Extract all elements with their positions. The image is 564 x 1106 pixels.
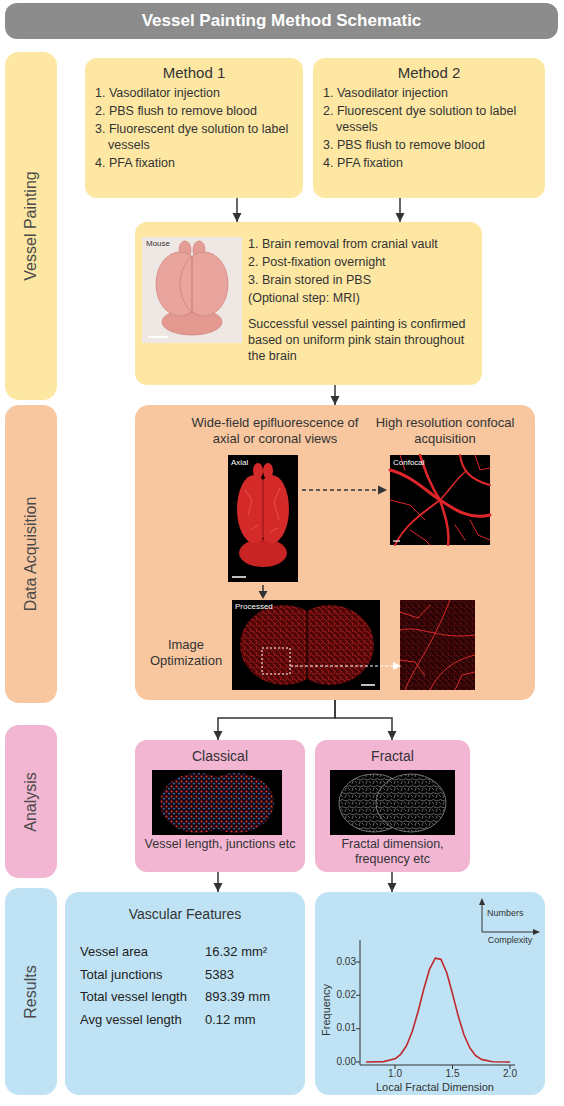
chart-box: FrequencyLocal Fractal Dimension [315,892,545,1095]
list-item: 1. Vasodilator injection [323,85,537,101]
list-item: 4. PFA fixation [323,155,537,171]
arrow-head [331,396,340,405]
process-box: Wide-field epifluorescence of axial or c… [135,405,535,700]
text-list: 1. Vasodilator injection 2. Fluorescent d… [323,85,537,173]
analysis-box: FractalFractal dimension, frequency etc [315,740,470,872]
axis-title: Local Fractal Dimension [345,1081,525,1093]
list-item: 2. Fluorescent dye solution to label ves… [323,103,537,135]
section-band: Vessel Painting [5,52,57,400]
connector [233,198,242,222]
arrow-head [214,731,223,740]
process-box: 1. Brain removal from cranial vault 2. Po… [135,222,482,385]
step-text: High resolution confocal acquisition [370,415,520,447]
section-band: Results [5,888,57,1095]
list-item: 2. Post-fixation overnight [248,254,473,270]
analysis-box: ClassicalVessel length, junctions etc [135,740,305,872]
section-band: Analysis [5,725,57,878]
method-box: Method 1 1. Vasodilator injection 2. PBS f… [85,58,303,198]
arrow-head [233,213,242,222]
connector-line [236,198,238,222]
arrow-head [214,883,223,892]
arrow-head [388,731,397,740]
connector [335,700,397,740]
box-heading: Fractal [315,748,470,764]
list-item: 1. Vasodilator injection [95,85,295,101]
connector-line [335,700,392,740]
list-item: 3. Fluorescent dye solution to label ves… [95,121,295,153]
band-label: Results [22,965,40,1018]
connector [214,872,223,892]
title-text: Vessel Painting Method Schematic [142,11,422,31]
box-heading: Method 2 [313,64,545,81]
box-heading: Classical [135,748,305,764]
band-label: Vessel Painting [22,171,40,280]
connector-line [399,198,401,222]
box-text: Vessel length, junctions etc [143,837,297,852]
list-item: 2. PBS flush to remove blood [95,103,295,119]
box-text: Fractal dimension, frequency etc [323,837,462,867]
band-label: Analysis [22,772,40,832]
step-text: Image Optimization [141,637,231,669]
connector-line [218,700,335,740]
box-heading: Method 1 [85,64,303,81]
text-list: 1. Vasodilator injection 2. PBS flush to … [95,85,295,173]
connector [396,198,405,222]
text-list: 1. Brain removal from cranial vault 2. Po… [248,236,473,366]
box-heading: Vascular Features [65,906,305,922]
connector [331,385,340,405]
list-item: 3. Brain stored in PBS [248,272,473,288]
band-label: Data Acquisition [22,497,40,612]
connector-line [334,385,336,405]
connector [388,872,397,892]
axis-title: Frequency [320,984,332,1036]
section-band: Data Acquisition [5,405,57,703]
results-box: Vascular Features [65,892,305,1095]
list-item: 3. PBS flush to remove blood [323,137,537,153]
list-item: 1. Brain removal from cranial vault [248,236,473,252]
arrow-head [388,883,397,892]
connector [214,700,336,740]
list-item: (Optional step: MRI) [248,290,473,306]
list-item: 4. PFA fixation [95,155,295,171]
list-item: Successful vessel painting is confirmed … [248,316,473,364]
connector-line [391,872,393,892]
title-bar: Vessel Painting Method Schematic [5,3,558,39]
arrow-head [396,213,405,222]
step-text: Wide-field epifluorescence of axial or c… [185,415,365,447]
connector-line [217,872,219,892]
method-box: Method 2 1. Vasodilator injection 2. Fluor… [313,58,545,198]
